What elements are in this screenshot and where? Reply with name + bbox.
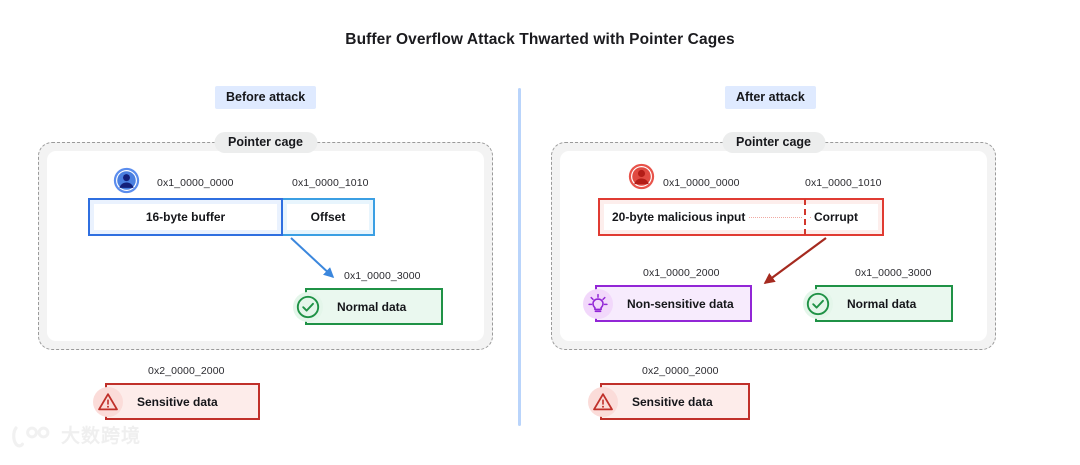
address-label-offset-after: 0x1_0000_1010 (805, 177, 882, 189)
cage-label-before: Pointer cage (213, 132, 318, 153)
buffer-segment-label: 16-byte buffer (94, 204, 277, 230)
sensitive-data-chip-before: Sensitive data (93, 383, 260, 420)
corrupt-label: Corrupt (811, 210, 858, 224)
vertical-divider (518, 88, 521, 426)
non-sensitive-data-label: Non-sensitive data (627, 296, 734, 311)
normal-data-chip-after: Normal data (803, 285, 953, 322)
warning-triangle-icon (588, 386, 618, 417)
normal-data-label-before: Normal data (337, 299, 407, 314)
sensitive-data-label-after: Sensitive data (632, 394, 713, 409)
corrupt-boundary-divider (804, 199, 806, 235)
attacker-avatar-icon (628, 163, 655, 190)
user-avatar-icon (113, 167, 140, 194)
normal-data-label-after: Normal data (847, 296, 917, 311)
warning-triangle-icon (93, 386, 123, 417)
address-label-offset-before: 0x1_0000_1010 (292, 177, 369, 189)
malicious-input-inner: 20-byte malicious input Corrupt (604, 199, 878, 235)
page-title: Buffer Overflow Attack Thwarted with Poi… (345, 31, 735, 48)
cage-label-after: Pointer cage (721, 132, 826, 153)
check-circle-icon (803, 288, 833, 319)
non-sensitive-data-chip: Non-sensitive data (583, 285, 752, 322)
buffer-bar-before: 16-byte buffer Offset (88, 198, 375, 236)
panel-heading-before: Before attack (215, 86, 317, 109)
offset-segment: Offset (283, 198, 375, 236)
overflow-dotted-line-left (724, 217, 802, 218)
malicious-input-bar: 20-byte malicious input Corrupt (598, 198, 884, 236)
sensitive-data-chip-after: Sensitive data (588, 383, 750, 420)
check-circle-icon (293, 291, 323, 322)
offset-segment-label: Offset (287, 204, 369, 230)
watermark-text: 大数跨境 (61, 425, 142, 447)
normal-data-chip-before: Normal data (293, 288, 443, 325)
malicious-input-label: 20-byte malicious input (612, 210, 749, 224)
address-label-buffer-before: 0x1_0000_0000 (157, 177, 234, 189)
address-label-sensitive-before: 0x2_0000_2000 (148, 365, 225, 377)
buffer-segment: 16-byte buffer (88, 198, 283, 236)
address-label-buffer-after: 0x1_0000_0000 (663, 177, 740, 189)
watermark: 大数跨境 (12, 424, 141, 448)
sensitive-data-label-before: Sensitive data (137, 394, 218, 409)
address-label-normal-before: 0x1_0000_3000 (344, 270, 421, 282)
brand-logo-icon (12, 426, 50, 448)
address-label-sensitive-after: 0x2_0000_2000 (642, 365, 719, 377)
panel-heading-after: After attack (725, 86, 816, 109)
address-label-nonsensitive-after: 0x1_0000_2000 (643, 267, 720, 279)
address-label-normal-after: 0x1_0000_3000 (855, 267, 932, 279)
lightbulb-icon (583, 288, 613, 319)
